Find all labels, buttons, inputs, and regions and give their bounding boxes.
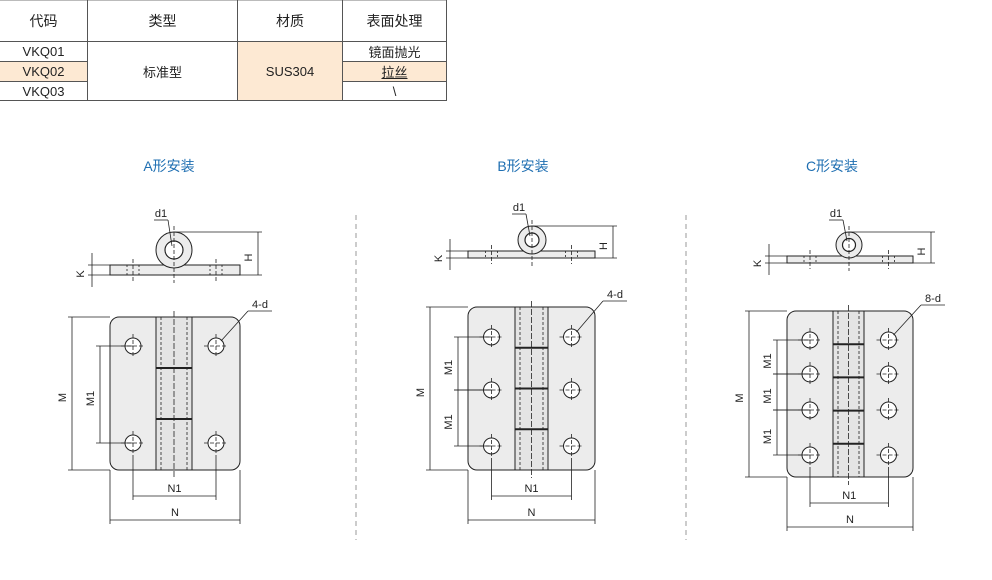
label-M1: M1 [443, 414, 455, 429]
label-d1: d1 [155, 208, 167, 220]
label-N1: N1 [524, 483, 538, 495]
label-M: M [415, 388, 427, 397]
label-M1: M1 [443, 360, 455, 375]
header-type: 类型 [87, 0, 238, 42]
label-M1: M1 [762, 353, 774, 368]
leader [525, 213, 531, 237]
hole-count-label: 4-d [252, 299, 268, 311]
label-M1: M1 [762, 388, 774, 403]
code-cell: VKQ03 [0, 81, 88, 101]
finish-cell: \ [342, 81, 447, 101]
leader [842, 219, 848, 242]
hole-count-label: 4-d [607, 289, 623, 301]
finish-cell: 镜面抛光 [342, 41, 447, 62]
label-H: H [598, 242, 610, 250]
leader [576, 300, 604, 333]
label-N1: N1 [842, 490, 856, 502]
label-K: K [75, 270, 87, 278]
label-H: H [243, 253, 255, 261]
label-N: N [171, 507, 179, 519]
label-d1: d1 [830, 208, 842, 220]
header-code: 代码 [0, 0, 88, 42]
label-M1: M1 [85, 391, 97, 406]
hole-count-label: 8-d [925, 293, 941, 305]
label-H: H [916, 247, 928, 255]
leader [220, 310, 249, 342]
label-K: K [433, 254, 445, 262]
label-N: N [528, 507, 536, 519]
label-M: M [734, 393, 746, 402]
label-M: M [57, 393, 69, 402]
label-M1: M1 [762, 429, 774, 444]
diagram-c-title: C形安装 [805, 158, 859, 174]
material-cell: SUS304 [237, 41, 343, 101]
type-cell: 标准型 [87, 41, 238, 101]
label-N: N [846, 514, 854, 526]
diagram-b-title: B形安装 [497, 158, 549, 174]
spec-table: 代码 类型 材质 表面处理 VKQ01 标准型 SUS304 镜面抛光 VKQ0… [0, 0, 447, 101]
diagram-a-title: A形安装 [143, 158, 195, 174]
leader [893, 304, 922, 336]
header-finish: 表面处理 [342, 0, 447, 42]
label-N1: N1 [167, 483, 181, 495]
table-row: VKQ01 标准型 SUS304 镜面抛光 [0, 41, 447, 101]
code-cell: VKQ02 [0, 61, 88, 82]
label-d1: d1 [513, 202, 525, 214]
label-K: K [752, 259, 764, 267]
table-row: VKQ03 \ [0, 81, 447, 101]
leader [167, 219, 173, 247]
